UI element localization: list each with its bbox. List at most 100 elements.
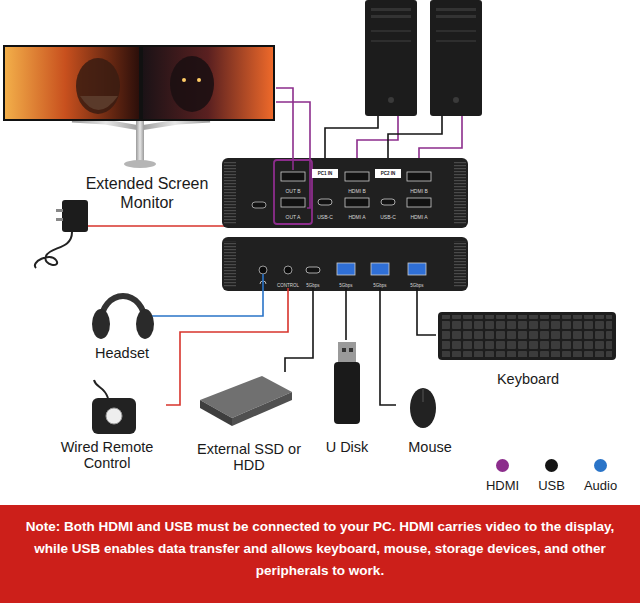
pc-vent	[371, 8, 411, 11]
mouse-split	[423, 389, 424, 402]
control-jack	[284, 266, 292, 274]
device-label: Keyboard	[497, 371, 559, 388]
usb-cable	[417, 288, 436, 335]
usb-c-port: 5Gbps	[303, 264, 323, 288]
headset-cup	[92, 309, 110, 339]
artwork-eye	[197, 78, 201, 82]
port-label: CONTROL	[277, 284, 299, 289]
legend-swatch	[594, 459, 607, 472]
legend-item: HDMI	[478, 459, 527, 493]
headset-device: Headset	[84, 284, 160, 362]
port-label: 5Gbps	[306, 284, 319, 289]
usb-stick-hole	[342, 348, 346, 352]
pc-vent	[371, 15, 411, 18]
usb-stick-connector	[338, 342, 356, 364]
port-label: USB-C	[380, 215, 396, 220]
kvm-fins	[224, 241, 236, 287]
adapter-prong	[56, 218, 63, 221]
legend-label: Audio	[576, 478, 625, 493]
device-label: Wired Remote Control	[52, 439, 162, 472]
hdmi-input-port: HDMI B	[343, 170, 371, 194]
port-label: HDMI B	[410, 189, 428, 194]
remote-body	[92, 398, 136, 434]
kvm-case	[222, 237, 468, 291]
port-label: 5Gbps	[373, 284, 386, 289]
port-label: OUT A	[286, 215, 301, 220]
usb-stick-body	[334, 362, 360, 424]
monitor-arm	[72, 120, 140, 128]
legend-swatch	[496, 459, 509, 472]
pc-bay	[436, 30, 476, 32]
usb-a-port	[337, 263, 355, 275]
usb-a-port	[408, 263, 426, 275]
hdmi-port	[281, 172, 305, 181]
kvm-fins	[454, 241, 466, 287]
usb-cable	[285, 288, 313, 372]
headset-illustration	[92, 274, 263, 339]
pc-bay	[371, 40, 411, 42]
hdmi-cable	[276, 88, 293, 170]
mouse-device: Mouse	[396, 384, 464, 456]
port-tag: PC1 IN	[312, 169, 338, 178]
note-banner	[0, 505, 640, 603]
usb-cable	[380, 288, 396, 405]
port-label: USB-C	[317, 215, 333, 220]
device-label: External SSD or HDD	[197, 441, 301, 474]
device-label: Extended Screen Monitor	[72, 175, 222, 212]
device-label: U Disk	[326, 439, 369, 456]
artwork-eye	[182, 78, 186, 82]
hdmi-port	[281, 198, 305, 207]
remote-button	[106, 408, 122, 424]
usb-cable	[345, 288, 347, 340]
hdmi-output-port: OUT A	[279, 196, 307, 220]
port-label: 5Gbps	[410, 284, 423, 289]
power-port	[252, 202, 266, 208]
pc-bay	[436, 40, 476, 42]
artwork-beard	[80, 96, 118, 110]
monitor-arm	[140, 120, 210, 128]
pc-tower	[430, 0, 482, 116]
usb-a-port: 5Gbps	[405, 260, 429, 288]
port-label: HDMI A	[348, 215, 365, 220]
usb-a-port: 5Gbps	[334, 260, 358, 288]
control-port: CONTROL	[275, 264, 301, 288]
hdmi-input-port: HDMI A	[405, 196, 433, 220]
hdmi-port	[345, 198, 369, 207]
remote-illustration	[92, 380, 136, 434]
kvm-fins	[454, 162, 466, 224]
pc-tower	[365, 0, 417, 116]
keyboard-keys	[442, 315, 612, 357]
port-label: 5Gbps	[339, 284, 352, 289]
usb-stick-device: U Disk	[320, 340, 374, 456]
pc-case	[365, 0, 417, 116]
headset-cup	[136, 309, 154, 339]
ssd-side	[232, 392, 292, 426]
artwork-face	[170, 56, 214, 112]
monitor-pole	[136, 116, 144, 164]
adapter-prong	[56, 209, 63, 212]
storage-device: External SSD or HDD	[193, 372, 305, 474]
usb-stick-illustration	[334, 342, 360, 424]
remote-device: Wired Remote Control	[48, 380, 166, 472]
monitor-base	[124, 160, 156, 168]
port-label: HDMI A	[410, 215, 427, 220]
monitor-screen	[142, 46, 274, 120]
remote-cable	[94, 380, 108, 398]
usb-a-port	[371, 263, 389, 275]
usb-a-port: 5Gbps	[368, 260, 392, 288]
port-tag: PC2 IN	[375, 169, 401, 178]
adapter-body	[62, 200, 88, 232]
hdmi-port	[345, 172, 369, 181]
adapter-cable	[35, 232, 72, 268]
note-text: Note: Both HDMI and USB must be connecte…	[18, 516, 622, 596]
legend-label: USB	[527, 478, 576, 493]
kvm-case	[222, 158, 468, 228]
legend-swatch	[545, 459, 558, 472]
usb-stick-hole	[349, 348, 353, 352]
legend: HDMIUSBAudio	[478, 459, 628, 493]
